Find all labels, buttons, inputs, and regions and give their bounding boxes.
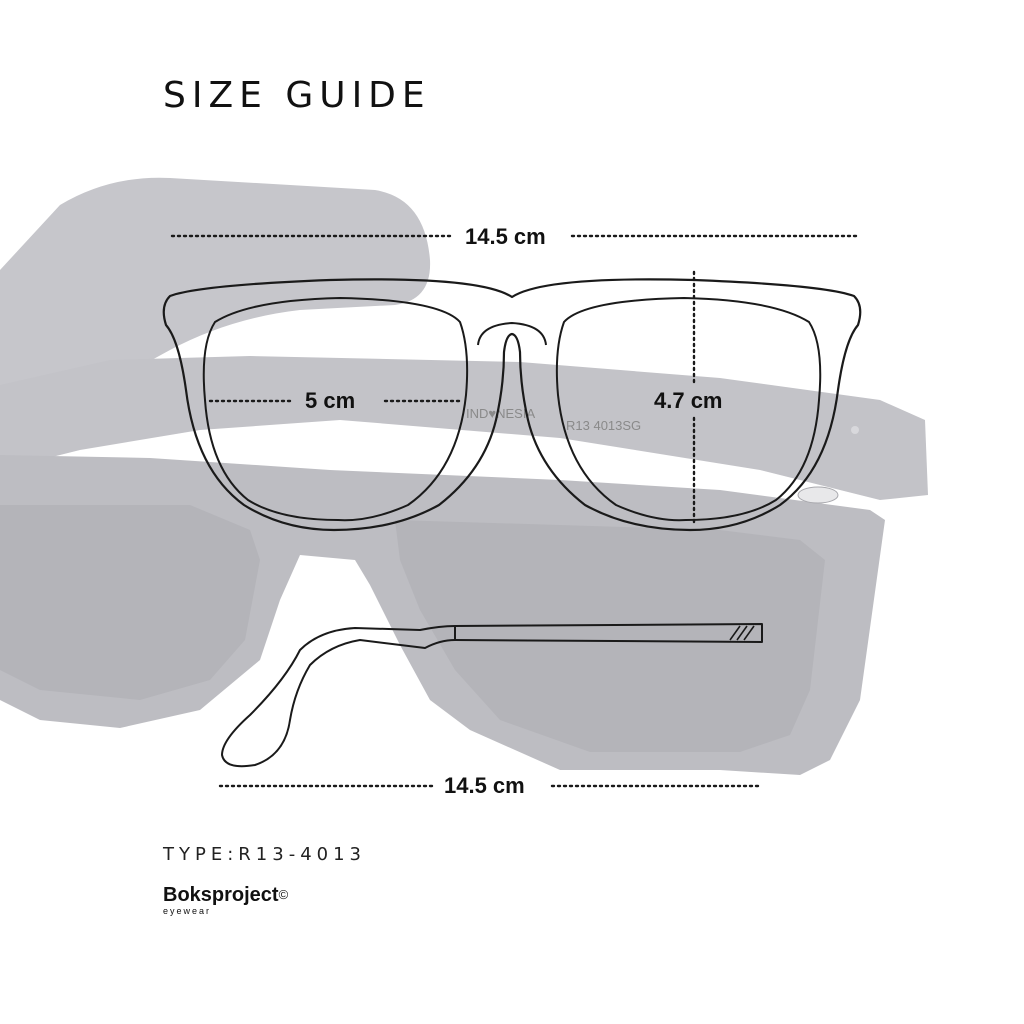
right-lens-outline bbox=[555, 296, 822, 522]
frame-width-label: 14.5 cm bbox=[459, 224, 552, 250]
arm-imprint-right: R13 4013SG bbox=[566, 418, 641, 433]
lens-width-label: 5 cm bbox=[305, 388, 356, 413]
temple-stripe-2 bbox=[736, 625, 748, 641]
glasses-front-outline bbox=[162, 278, 862, 532]
photo-rivet bbox=[797, 486, 839, 504]
temple-stripe-3 bbox=[743, 625, 755, 641]
lens-height-label: 4.7 cm bbox=[654, 388, 723, 413]
arm-imprint-left: IND♥NESIA bbox=[466, 406, 535, 421]
page-title: SIZE GUIDE bbox=[163, 75, 431, 116]
photo-left-lens bbox=[0, 505, 260, 700]
brand-copyright-mark: © bbox=[278, 887, 289, 902]
left-lens-outline bbox=[202, 296, 469, 522]
product-type-label: TYPE:R13-4013 bbox=[163, 844, 366, 865]
photo-right-lens bbox=[395, 520, 825, 752]
brand-logo: Boksproject© bbox=[163, 884, 288, 906]
brand-subtitle: eyewear bbox=[163, 906, 212, 916]
temple-stripe-1 bbox=[729, 625, 741, 641]
temple-length-label: 14.5 cm bbox=[438, 773, 531, 799]
temple-arm-outline bbox=[221, 623, 763, 768]
bridge-outline bbox=[477, 321, 547, 346]
brand-name: Boksproject bbox=[163, 884, 279, 906]
photo-near-temple bbox=[0, 356, 928, 500]
photo-hinge-screw bbox=[851, 426, 859, 434]
